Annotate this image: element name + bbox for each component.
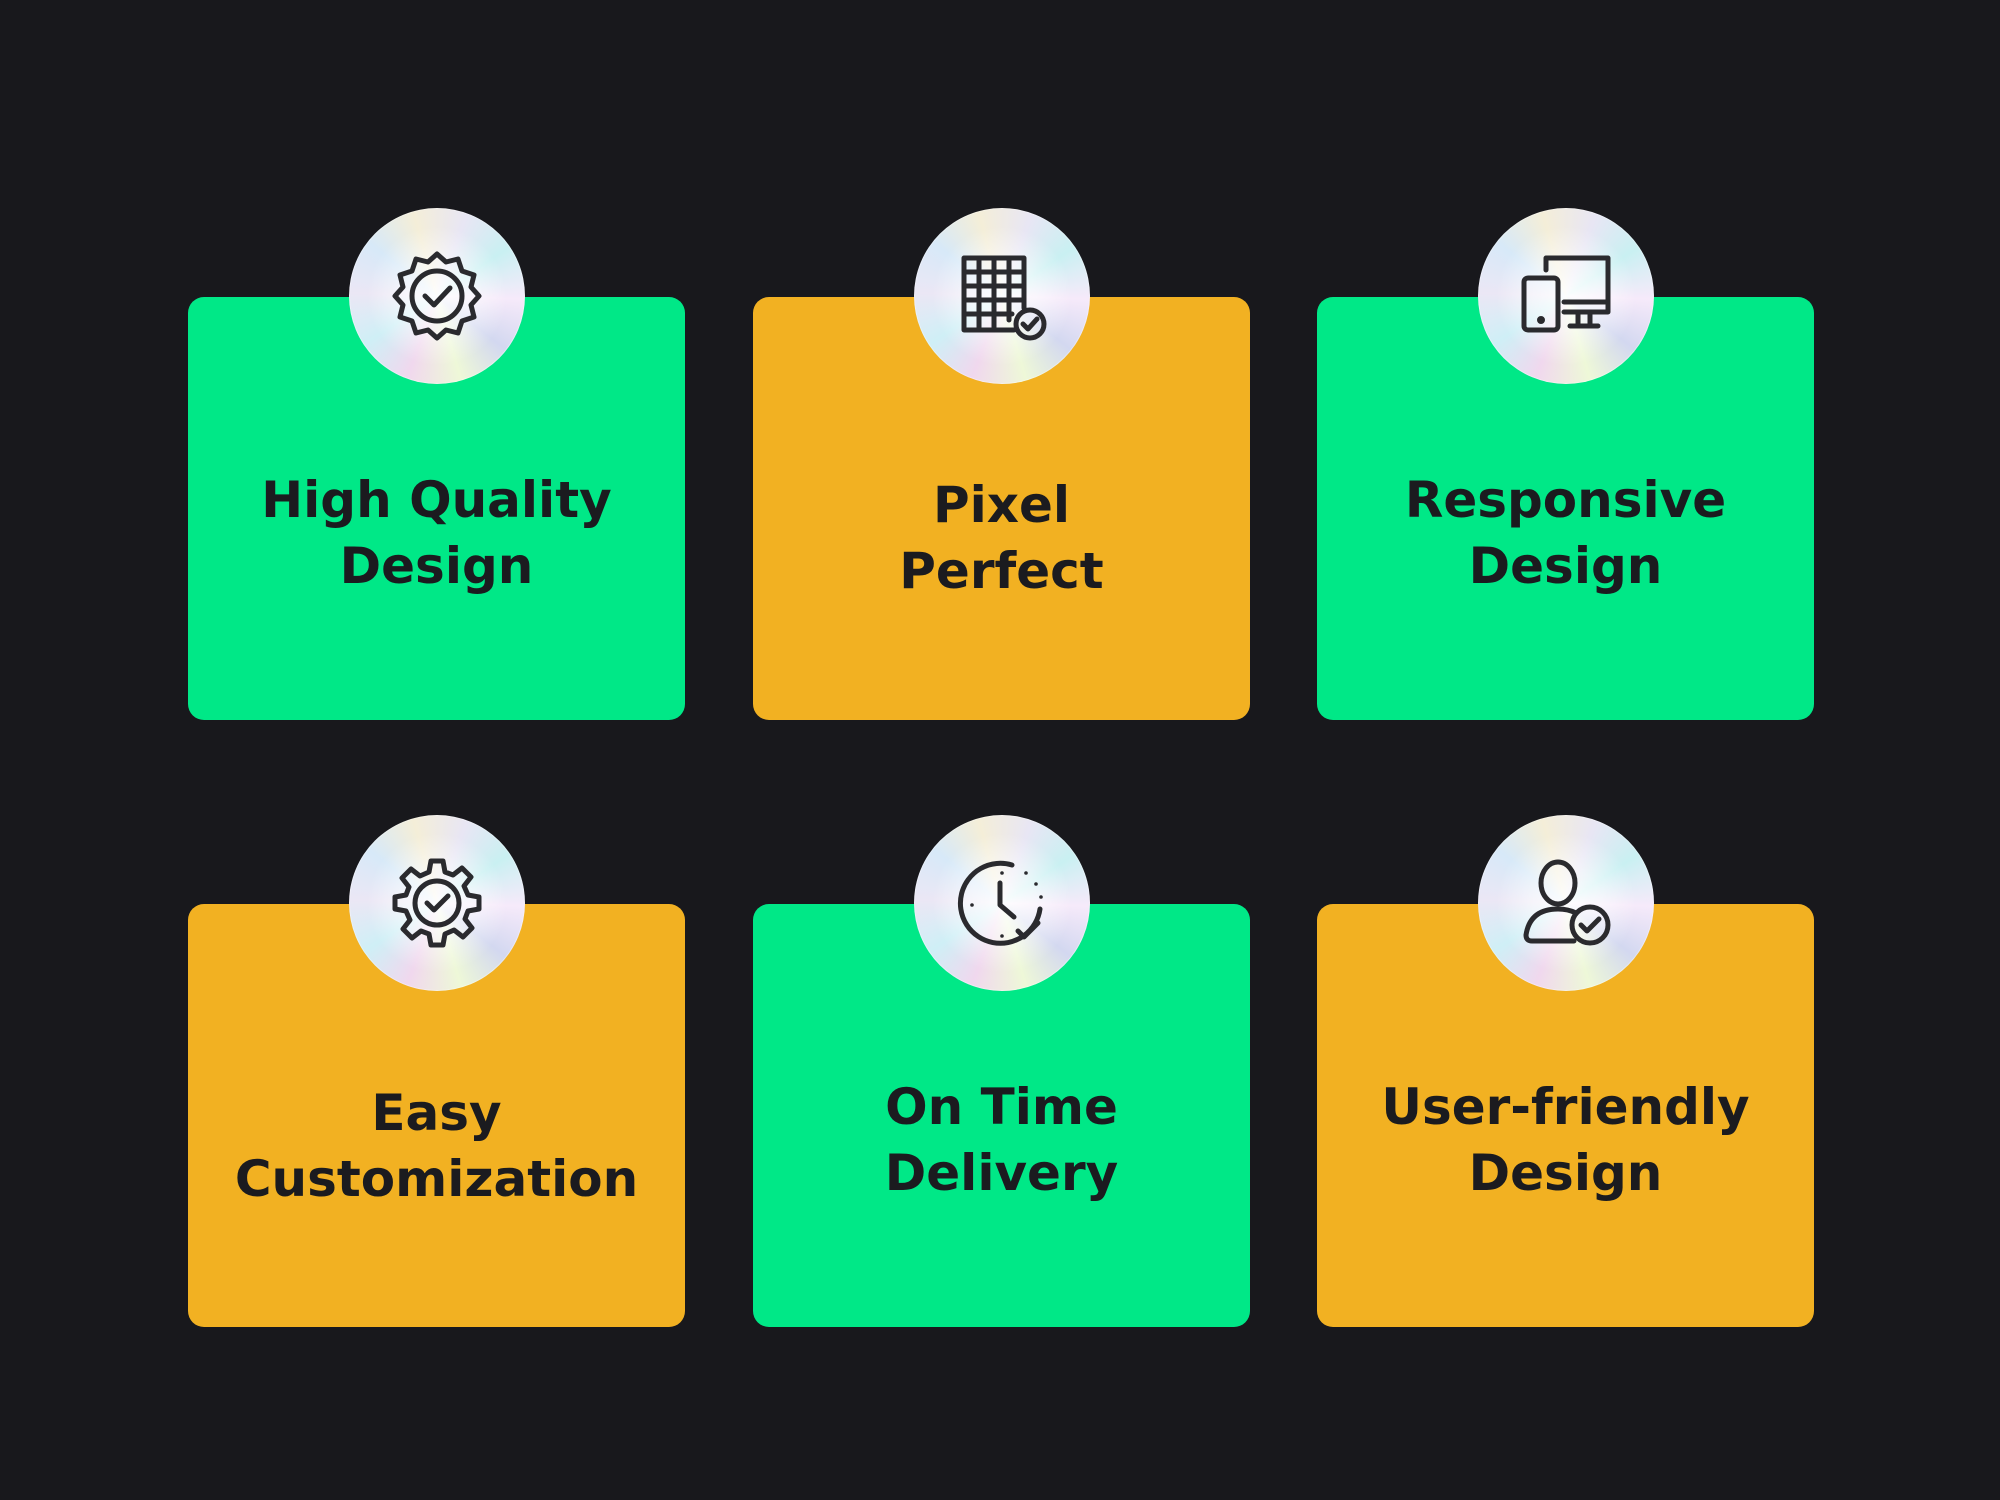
- icon-badge: [914, 208, 1090, 384]
- feature-title-line2: Design: [1468, 1144, 1663, 1202]
- feature-title: Easy Customization: [188, 1080, 685, 1212]
- clock-check-icon: [957, 860, 1043, 946]
- feature-title-line1: Responsive: [1404, 471, 1727, 529]
- feature-title-line2: Perfect: [899, 542, 1104, 600]
- badge-check-icon: [392, 251, 482, 341]
- icon-badge: [1478, 815, 1654, 991]
- user-check-icon: [1523, 859, 1611, 946]
- feature-title: User-friendly Design: [1317, 1074, 1814, 1206]
- feature-card-responsive-design: Responsive Design: [1317, 208, 1814, 720]
- icon-badge: [914, 815, 1090, 991]
- icon-badge: [349, 208, 525, 384]
- icon-badge: [1478, 208, 1654, 384]
- gear-check-icon: [392, 858, 482, 948]
- feature-title-line2: Delivery: [884, 1144, 1119, 1202]
- feature-card-pixel-perfect: Pixel Perfect: [753, 208, 1250, 720]
- icon-badge: [349, 815, 525, 991]
- feature-title-line1: High Quality: [261, 471, 612, 529]
- feature-card-on-time-delivery: On Time Delivery: [753, 815, 1250, 1327]
- feature-title-line1: Easy: [371, 1084, 502, 1142]
- feature-title: High Quality Design: [188, 467, 685, 599]
- devices-icon: [1521, 255, 1611, 333]
- feature-card-easy-customization: Easy Customization: [188, 815, 685, 1327]
- feature-title-line2: Design: [339, 537, 534, 595]
- feature-title: Responsive Design: [1317, 467, 1814, 599]
- feature-title-line1: User-friendly: [1381, 1078, 1750, 1136]
- feature-title-line2: Design: [1468, 537, 1663, 595]
- feature-title: On Time Delivery: [753, 1074, 1250, 1206]
- feature-title-line1: On Time: [885, 1078, 1118, 1136]
- feature-card-user-friendly-design: User-friendly Design: [1317, 815, 1814, 1327]
- feature-title-line2: Customization: [234, 1150, 639, 1208]
- grid-check-icon: [961, 255, 1047, 341]
- feature-title-line1: Pixel: [932, 476, 1071, 534]
- feature-card-high-quality-design: High Quality Design: [188, 208, 685, 720]
- feature-title: Pixel Perfect: [753, 472, 1250, 604]
